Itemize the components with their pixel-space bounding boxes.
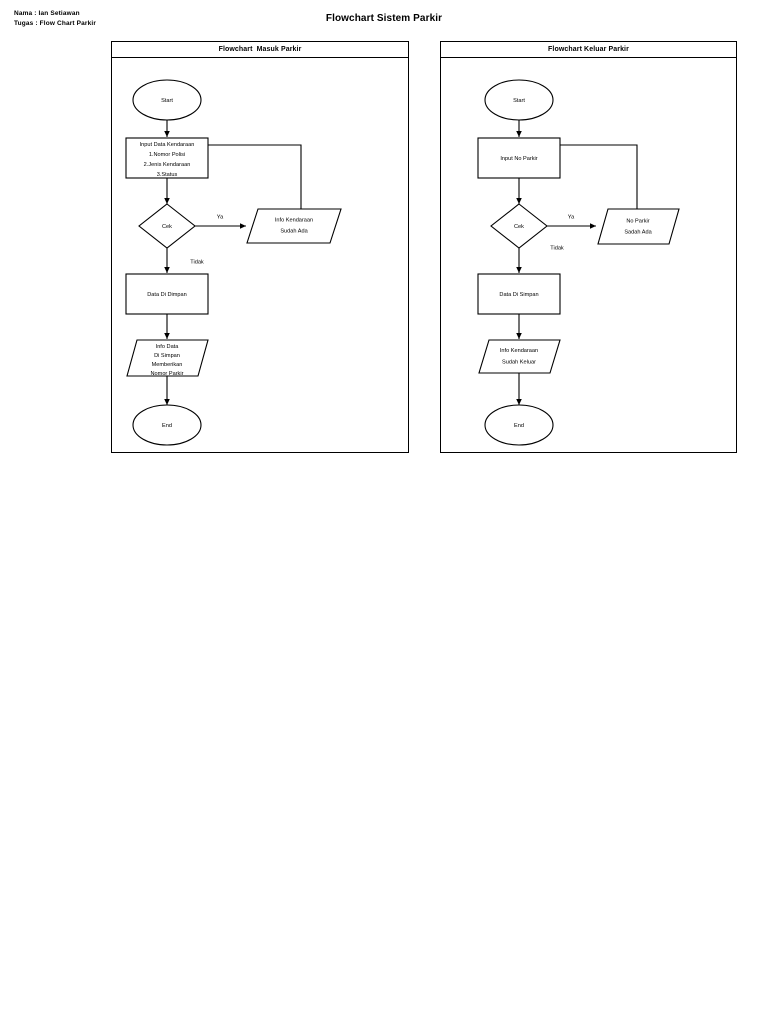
node-input-line1: Input Data Kendaraan (140, 142, 195, 148)
panel-flowchart-keluar: Flowchart Keluar Parkir St (440, 41, 737, 453)
node-yesoutput-line2: Sadah Ada (624, 229, 652, 235)
connector-feedback-loop (199, 142, 302, 209)
author-meta-block: Nama : Ian Setiawan Tugas : Flow Chart P… (14, 9, 96, 29)
node-output-line4: Nomor Parkir (151, 371, 184, 377)
node-process-label: Data Di Simpan (499, 292, 538, 298)
node-start-label: Start (161, 98, 173, 104)
node-process-label: Data Di Dimpan (147, 292, 186, 298)
flowchart-keluar-svg: Start Input No Parkir Cek Ya Tidak No Pa… (477, 79, 680, 446)
node-yesoutput-line2: Sudah Ada (280, 228, 308, 234)
node-output-line1: Info Kendaraan (500, 348, 538, 354)
connector-feedback-loop (551, 142, 638, 209)
panel-body-masuk: Start Input Data Kendaraan 1.Nomor Polis… (112, 58, 408, 452)
edge-label-ya: Ya (568, 214, 575, 220)
node-output-info-kendaraan-sudah-ada (246, 208, 342, 244)
node-output-line2: Sudah Keluar (502, 359, 536, 365)
author-task-line: Tugas : Flow Chart Parkir (14, 20, 97, 27)
edge-label-tidak: Tidak (550, 245, 564, 251)
node-input-no-parkir (477, 137, 561, 179)
node-yesoutput-line1: Info Kendaraan (275, 217, 313, 223)
panel-title-keluar: Flowchart Keluar Parkir (441, 42, 736, 58)
author-name-line: Nama : Ian Setiawan (14, 10, 80, 17)
node-input-line3: 2.Jenis Kendaraan (144, 162, 191, 168)
node-output-info-data-disimpan (126, 339, 209, 377)
node-output-no-parkir-sadah-ada (597, 208, 680, 245)
node-output-line1: Info Data (156, 344, 180, 350)
panel-body-keluar: Start Input No Parkir Cek Ya Tidak No Pa… (441, 58, 736, 452)
panel-title-masuk: Flowchart Masuk Parkir (112, 42, 408, 58)
node-start (484, 79, 554, 121)
node-decision-cek (138, 203, 196, 249)
node-end-label: End (162, 423, 172, 429)
edge-label-ya: Ya (217, 214, 224, 220)
node-end (132, 404, 202, 446)
node-output-line2: Di Simpan (154, 353, 180, 359)
node-input-line1: Input No Parkir (500, 156, 537, 162)
node-decision-label: Cek (162, 224, 172, 230)
node-output-line3: Memberikan (152, 362, 183, 368)
node-end-label: End (514, 423, 524, 429)
node-output-info-kendaraan-sudah-keluar (478, 339, 561, 374)
flowchart-masuk-svg: Start Input Data Kendaraan 1.Nomor Polis… (125, 79, 342, 446)
panel-flowchart-masuk: Flowchart Masuk Parkir St (111, 41, 409, 453)
node-end (484, 404, 554, 446)
node-yesoutput-line1: No Parkir (626, 218, 649, 224)
node-decision-label: Cek (514, 224, 524, 230)
node-input-line2: 1.Nomor Polisi (149, 152, 185, 158)
node-start-label: Start (513, 98, 525, 104)
node-process-data-di-simpan (477, 273, 561, 315)
node-decision-cek (490, 203, 548, 249)
node-input-line4: 3.Status (157, 172, 178, 178)
page-title: Flowchart Sistem Parkir (325, 13, 443, 24)
node-input-data-kendaraan (125, 137, 209, 179)
edge-label-tidak: Tidak (190, 259, 204, 265)
node-start (132, 79, 202, 121)
node-process-data-di-dimpan (125, 273, 209, 315)
